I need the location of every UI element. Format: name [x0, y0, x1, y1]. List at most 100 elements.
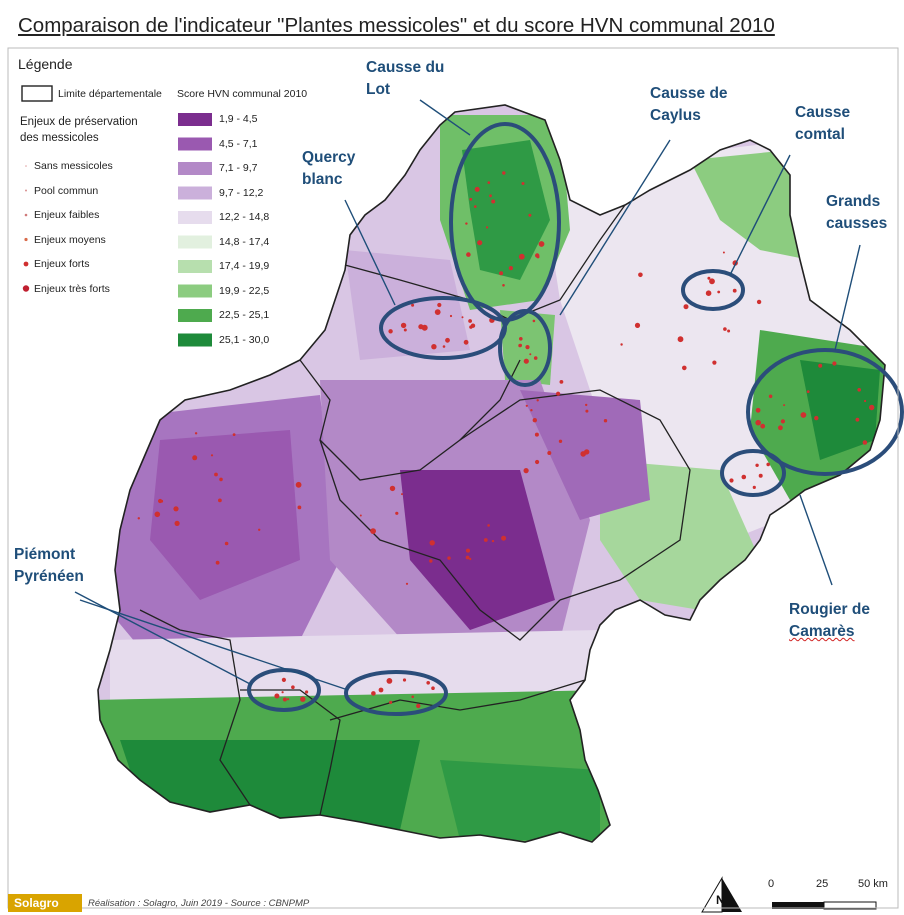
enjeux-dot: [530, 409, 533, 412]
score-class-label-2: 7,1 - 9,7: [219, 162, 258, 174]
enjeux-dot: [855, 417, 860, 422]
boundary-legend-label: Limite départementale: [58, 88, 162, 100]
enjeux-dot: [470, 323, 476, 328]
enjeux-dot: [547, 451, 552, 455]
label-causse-comtal-line2: comtal: [795, 126, 845, 143]
enjeux-dot: [215, 560, 220, 565]
label-piemont-pyreneen: Piémont Pyrénéen: [14, 544, 84, 588]
enjeux-dot: [559, 380, 564, 384]
enjeux-label-3: Enjeux moyens: [34, 233, 106, 246]
enjeux-dot: [722, 251, 725, 254]
enjeux-dot: [638, 272, 643, 278]
enjeux-dot: [532, 418, 537, 423]
score-legend-title: Score HVN communal 2010: [177, 88, 308, 100]
enjeux-dot: [535, 459, 540, 465]
label-rougier-line2: Camarès: [789, 623, 855, 640]
ellipse-causse-comtal: [681, 269, 745, 311]
enjeux-dot: [158, 498, 163, 504]
score-legend-swatches: [178, 113, 212, 347]
enjeux-dot: [465, 555, 470, 560]
enjeux-legend-symbols: [22, 165, 30, 292]
enjeux-dot: [755, 407, 761, 413]
enjeux-dot: [219, 477, 223, 482]
region-outline: [97, 104, 886, 843]
label-piemont-line1: Piémont: [14, 546, 76, 563]
enjeux-dot: [536, 255, 540, 259]
label-quercy-blanc-line1: Quercy: [302, 149, 356, 166]
map-frame: [7, 47, 899, 909]
enjeux-dot: [508, 266, 513, 271]
enjeux-dot: [832, 361, 837, 366]
enjeux-dot: [766, 462, 770, 467]
enjeux-dot: [705, 290, 712, 297]
enjeux-dot: [359, 514, 362, 517]
enjeux-symbol-3: [24, 237, 28, 242]
enjeux-dot: [501, 535, 507, 541]
enjeux-dot: [533, 356, 538, 360]
enjeux-dot: [305, 690, 309, 694]
enjeux-dot: [489, 194, 492, 198]
enjeux-dot: [174, 520, 180, 527]
label-causse-comtal-line1: Causse: [795, 104, 851, 121]
enjeux-dot: [727, 329, 731, 333]
enjeux-dot: [400, 322, 407, 329]
enjeux-dot: [300, 696, 306, 702]
zone-dark-purple-center: [400, 470, 555, 630]
enjeux-dot: [466, 548, 470, 553]
leader-rougier: [799, 494, 833, 586]
boundary-legend-symbol: [21, 85, 53, 102]
enjeux-symbol-2: [24, 213, 28, 217]
zone-darkgreen-pyrenees-east: [440, 760, 600, 840]
label-rougier-de-camares: Rougier de Camarès: [789, 599, 870, 643]
label-rougier-line1: Rougier de: [789, 601, 870, 618]
label-grands-causses: Grands causses: [826, 191, 887, 235]
boundary-haute-garonne: [240, 689, 341, 816]
enjeux-dot: [521, 182, 525, 185]
enjeux-dot: [274, 693, 280, 699]
enjeux-dot: [585, 409, 589, 413]
enjeux-dot: [281, 677, 286, 683]
enjeux-dot: [558, 439, 563, 443]
enjeux-symbol-5: [22, 285, 30, 292]
enjeux-dot: [499, 271, 504, 276]
enjeux-label-2: Enjeux faibles: [34, 209, 100, 221]
enjeux-label-5: Enjeux très forts: [34, 282, 110, 295]
label-causse-du-lot: Causse du Lot: [366, 57, 444, 101]
enjeux-dot: [137, 517, 140, 520]
score-swatch-9: [178, 333, 212, 347]
leader-lines: [74, 99, 861, 691]
label-causse-de-caylus-line1: Causse de: [650, 85, 728, 102]
score-swatch-3: [178, 186, 212, 200]
enjeux-dot: [474, 205, 477, 208]
enjeux-dot: [556, 391, 561, 396]
enjeux-dot: [282, 697, 287, 702]
enjeux-dot: [370, 528, 376, 534]
enjeux-dot: [741, 474, 747, 480]
enjeux-dot: [871, 406, 874, 409]
enjeux-dot: [800, 412, 807, 418]
ellipse-piemont-west: [247, 668, 321, 712]
enjeux-dot: [818, 363, 823, 368]
enjeux-symbol-4: [23, 261, 29, 267]
zone-darkgreen-grands-causses: [800, 360, 880, 460]
enjeux-dot: [411, 303, 415, 307]
enjeux-dot: [487, 524, 490, 527]
enjeux-dot: [780, 419, 786, 424]
enjeux-dot: [468, 319, 472, 323]
solagro-logo: Solagro: [8, 894, 82, 912]
label-causse-de-caylus-line2: Caylus: [650, 107, 701, 124]
enjeux-legend-title-2: des messicoles: [20, 132, 99, 144]
enjeux-dot: [389, 700, 393, 705]
enjeux-dot: [447, 556, 451, 560]
leader-causse-comtal: [729, 154, 791, 276]
enjeux-dot: [783, 404, 786, 407]
enjeux-dot: [534, 432, 539, 437]
enjeux-dot: [712, 360, 717, 365]
credit-text: Réalisation : Solagro, Juin 2019 - Sourc…: [88, 898, 310, 909]
enjeux-dot: [862, 440, 868, 445]
enjeux-dot: [431, 344, 437, 350]
zone-green-northeast: [690, 150, 810, 260]
label-piemont-line2: Pyrénéen: [14, 568, 84, 585]
enjeux-dot: [536, 399, 539, 402]
enjeux-dot: [474, 186, 480, 192]
